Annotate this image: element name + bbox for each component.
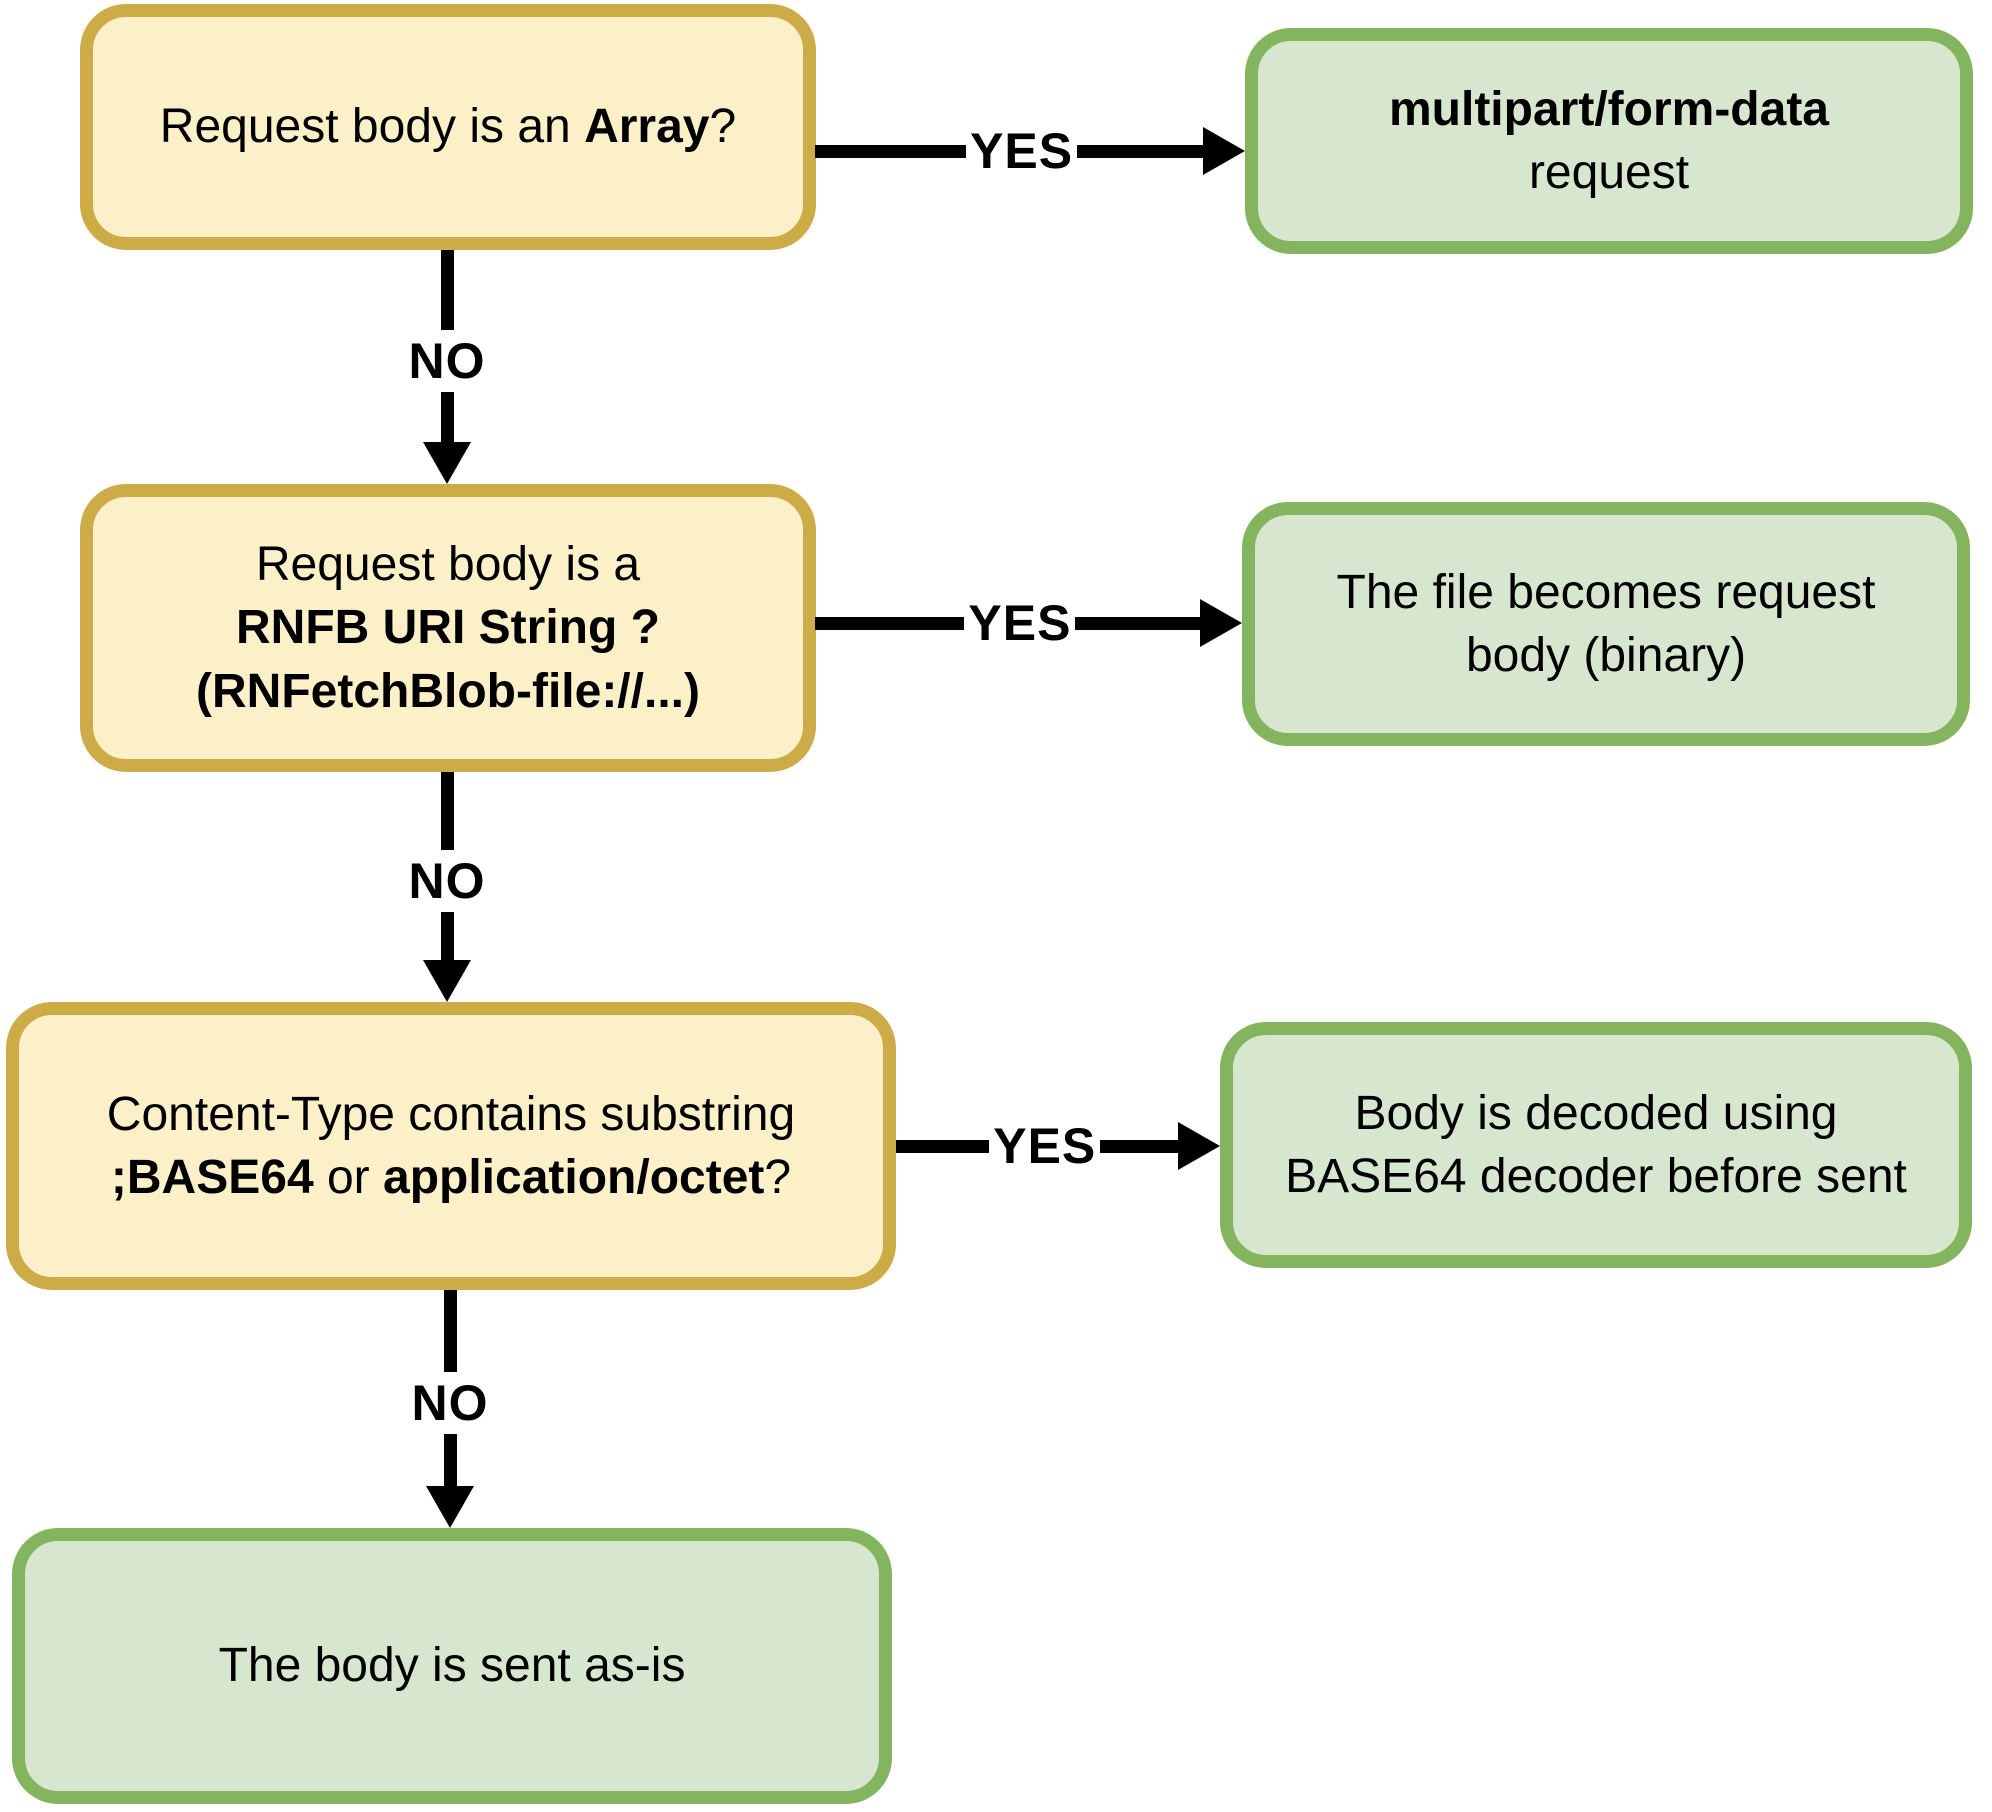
node-result-base64-decoded: Body is decoded using BASE64 decoder bef… [1220, 1022, 1972, 1268]
edge-label-no: NO [408, 852, 486, 909]
arrow-line [440, 250, 454, 330]
node-result-body-as-is-text: The body is sent as-is [218, 1639, 686, 1693]
arrow-line [443, 1434, 457, 1486]
edge-label-no: NO [408, 333, 486, 389]
arrowhead-down-icon [426, 1486, 474, 1528]
node-result-body-as-is: The body is sent as-is [12, 1528, 892, 1804]
edge-yes-3: YES [896, 1111, 1220, 1181]
edge-label-no: NO [411, 1375, 489, 1432]
arrowhead-down-icon [423, 960, 471, 1002]
node-result-file-binary: The file becomes request body (binary) [1242, 502, 1970, 746]
arrow-line [443, 1290, 457, 1373]
node-question-rnfb-uri: Request body is a RNFB URI String ? (RNF… [80, 484, 816, 772]
arrow-line [1075, 616, 1200, 630]
edge-label-yes: YES [970, 123, 1074, 179]
edge-label-yes: YES [968, 595, 1072, 651]
node-result-multipart: multipart/form-data request [1245, 28, 1973, 254]
arrow-line [1100, 1139, 1178, 1153]
edge-label-yes: YES [993, 1118, 1097, 1174]
arrow-line [815, 616, 965, 630]
node-result-base64-line1: Body is decoded using [1354, 1086, 1838, 1140]
edge-yes-2: YES [815, 588, 1242, 658]
node-result-base64-line2: BASE64 decoder before sent [1285, 1150, 1907, 1203]
node-result-file-binary-line1: The file becomes request [1336, 565, 1876, 619]
node-result-multipart-line1: multipart/form-data [1388, 82, 1829, 136]
arrow-line [440, 772, 454, 850]
arrow-line [896, 1139, 990, 1153]
node-question-content-type-line2: ;BASE64 or application/octet? [110, 1151, 792, 1204]
arrow-line [440, 392, 454, 442]
node-question-content-type: Content-Type contains substring ;BASE64 … [6, 1002, 896, 1290]
edge-yes-1: YES [815, 116, 1245, 186]
node-question-rnfb-line3: (RNFetchBlob-file://...) [196, 664, 700, 718]
arrow-line [440, 911, 454, 960]
edge-no-3: NO [405, 1290, 495, 1528]
node-question-array: Request body is an Array? [80, 4, 816, 250]
node-question-rnfb-line2: RNFB URI String ? [236, 601, 660, 655]
edge-no-2: NO [402, 772, 492, 1002]
node-question-rnfb-line1: Request body is a [255, 537, 641, 591]
edge-no-1: NO [402, 250, 492, 484]
node-result-file-binary-line2: body (binary) [1465, 629, 1747, 682]
node-question-array-text: Request body is an Array? [159, 100, 737, 154]
arrowhead-right-icon [1178, 1122, 1220, 1170]
node-question-content-type-line1: Content-Type contains substring [106, 1087, 796, 1141]
arrow-line [1077, 144, 1203, 158]
arrowhead-right-icon [1200, 599, 1242, 647]
arrow-line [815, 144, 967, 158]
node-result-multipart-line2: request [1528, 146, 1690, 199]
arrowhead-right-icon [1203, 127, 1245, 175]
arrowhead-down-icon [423, 442, 471, 484]
